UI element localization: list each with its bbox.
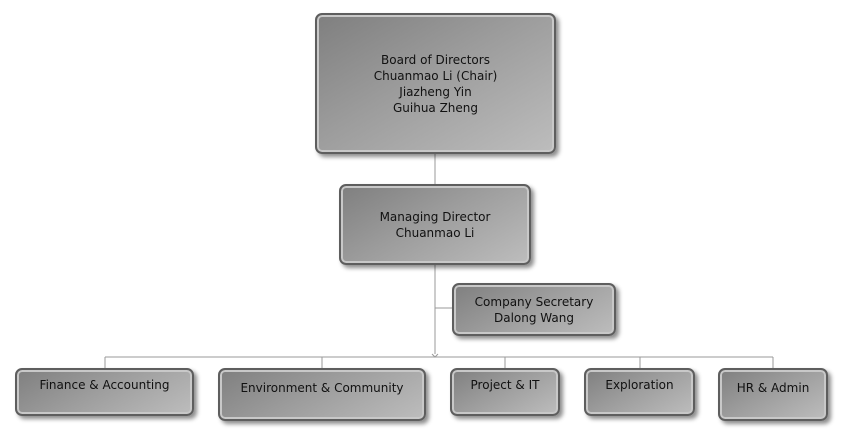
board-member: Guihua Zheng	[392, 100, 479, 115]
department-box-finance[interactable]: Finance & Accounting	[15, 368, 194, 416]
department-box-hr-admin[interactable]: HR & Admin	[718, 368, 828, 421]
board-member: Chuanmao Li (Chair)	[373, 68, 498, 83]
board-of-directors-box[interactable]: Board of Directors Chuanmao Li (Chair) J…	[315, 13, 556, 154]
company-secretary-box[interactable]: Company Secretary Dalong Wang	[452, 283, 616, 336]
department-box-environment[interactable]: Environment & Community	[218, 368, 426, 421]
managing-director-title: Managing Director	[379, 209, 491, 224]
department-box-project-it[interactable]: Project & IT	[450, 368, 560, 416]
department-label: Project & IT	[470, 378, 540, 392]
board-member: Jiazheng Yin	[399, 84, 472, 99]
department-label: Environment & Community	[240, 381, 404, 395]
board-title: Board of Directors	[381, 52, 490, 67]
department-box-exploration[interactable]: Exploration	[584, 368, 695, 416]
department-label: Exploration	[605, 378, 674, 392]
managing-director-box[interactable]: Managing Director Chuanmao Li	[339, 184, 531, 265]
company-secretary-name: Dalong Wang	[494, 310, 574, 325]
department-label: HR & Admin	[736, 381, 810, 395]
connector-trunk-to-bus	[431, 353, 439, 358]
managing-director-name: Chuanmao Li	[395, 225, 475, 240]
department-label: Finance & Accounting	[39, 378, 170, 392]
company-secretary-title: Company Secretary	[474, 294, 594, 309]
